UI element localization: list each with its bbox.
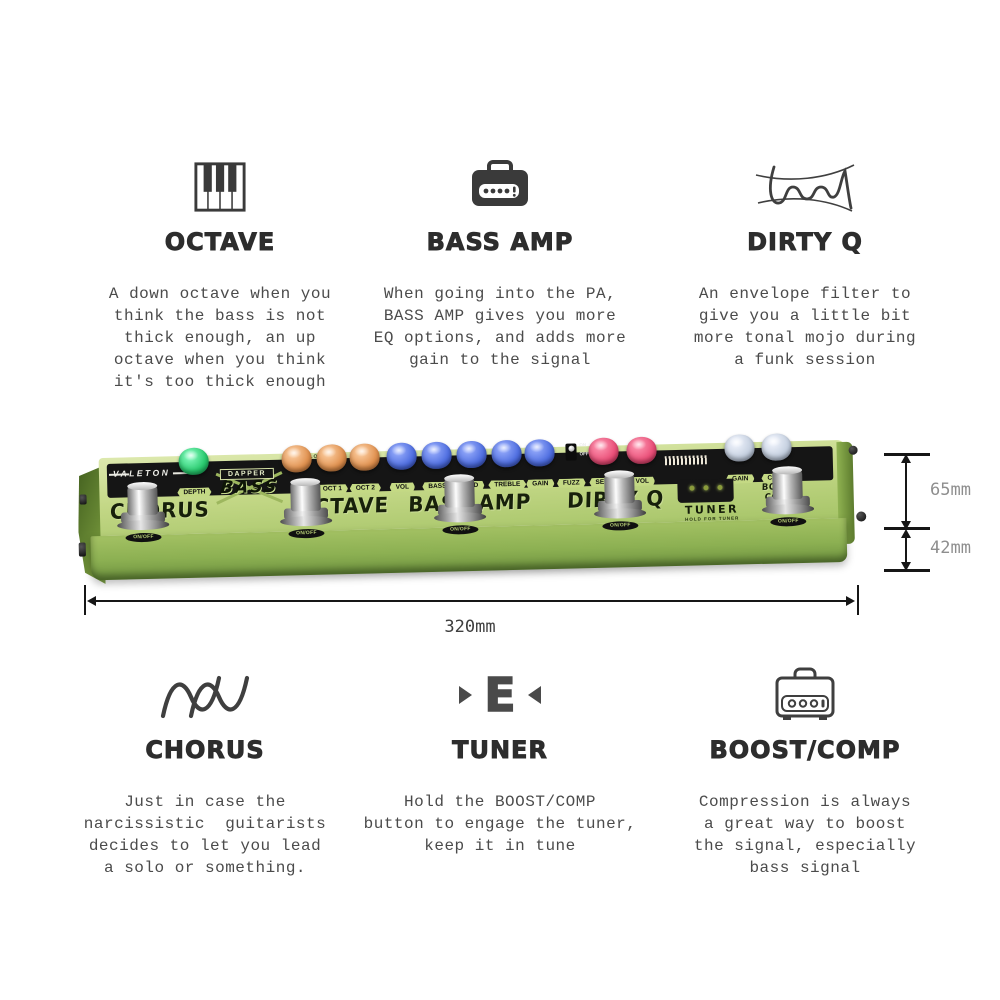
- oct2-knob: [349, 443, 380, 471]
- width-arrow-320: [87, 596, 855, 606]
- pedal-brand: VALETON: [112, 467, 171, 479]
- footswitch-label: ON/OFF: [770, 516, 807, 527]
- tuner-led: [703, 485, 709, 491]
- amp-head-icon: [768, 665, 842, 725]
- feature-title: CHORUS: [145, 736, 265, 765]
- tuner-note-icon: E: [459, 668, 541, 722]
- chorus-footswitch: ON/OFF: [116, 484, 170, 543]
- footswitch-cap: [772, 468, 803, 500]
- tuner-led-strip: [664, 455, 707, 466]
- mid-knob: [456, 440, 487, 469]
- treble-label: TREBLE: [488, 480, 526, 490]
- bass-amp-icon: [468, 159, 532, 215]
- feature-title: BOOST/COMP: [709, 736, 901, 765]
- gain-knob: [524, 438, 555, 467]
- dirty-q-footswitch: ON/OFF: [593, 473, 647, 531]
- height-arrow-42: [901, 529, 911, 571]
- bass-amp-footswitch: ON/OFF: [433, 476, 487, 535]
- footswitch-flange: [280, 515, 333, 527]
- tuner-panel-label: TUNER: [684, 502, 740, 517]
- feature-card-boost-comp: BOOST/COMP Compression is always a great…: [645, 664, 965, 879]
- feature-card-dirty-q: DIRTY Q An envelope filter to give you a…: [645, 156, 965, 371]
- output-jack: [856, 511, 867, 522]
- arrow-left-icon: [527, 686, 541, 704]
- tuner-display: [677, 478, 734, 503]
- octave-knob-1: [281, 444, 312, 473]
- footswitch-label: ON/OFF: [442, 524, 479, 535]
- fuzz-toggle-off-label: OFF: [579, 451, 589, 457]
- height-arrow-65: [901, 454, 911, 530]
- oct1-knob: [316, 444, 347, 472]
- feature-description: Just in case the narcissistic guitarists…: [83, 793, 327, 877]
- boost-comp-footswitch: ON/OFF: [761, 468, 815, 527]
- tuner-led: [689, 485, 695, 491]
- footswitch-cap: [444, 476, 475, 508]
- fuzz-toggle-on-label: ON: [579, 442, 587, 448]
- gain-label: GAIN: [526, 479, 554, 489]
- feature-description: An envelope filter to give you a little …: [693, 285, 917, 369]
- footswitch-label: ON/OFF: [125, 532, 162, 543]
- footswitch-flange: [761, 503, 815, 515]
- treble-knob: [491, 439, 522, 468]
- dimension-width-320: 320mm: [444, 617, 496, 637]
- oct2-label: OCT 2: [350, 483, 381, 493]
- depth-knob: [178, 447, 210, 476]
- feature-title: BASS AMP: [426, 228, 574, 257]
- feature-card-bass-amp: BASS AMP When going into the PA, BASS AM…: [340, 156, 660, 371]
- dimension-tick: [857, 585, 859, 615]
- footswitch-flange: [117, 519, 170, 531]
- footswitch-flange: [434, 511, 487, 523]
- piano-keys-icon: [193, 160, 247, 214]
- input-jack: [78, 542, 86, 557]
- dirty-q-vol-knob: [626, 436, 657, 465]
- feature-card-tuner: E TUNER Hold the BOOST/COMP button to en…: [340, 664, 660, 857]
- feature-card-chorus: CHORUS Just in case the narcissistic gui…: [45, 664, 365, 879]
- dimension-tick: [84, 585, 86, 615]
- feature-title: OCTAVE: [164, 228, 276, 257]
- vol-knob: [386, 442, 417, 471]
- feature-description: A down octave when you think the bass is…: [108, 285, 332, 391]
- dimension-height-65: 65mm: [930, 480, 971, 500]
- footswitch-flange: [593, 507, 647, 520]
- footswitch-cap: [604, 473, 635, 504]
- pedal-photo: VALETON FX LOOP DAPPER BASS ON OFF DEPTH…: [76, 431, 869, 592]
- feature-title: TUNER: [452, 736, 548, 765]
- arrow-right-icon: [459, 686, 473, 704]
- footswitch-label: ON/OFF: [288, 528, 325, 539]
- tuner-led: [717, 484, 723, 491]
- tuner-note-letter: E: [484, 668, 517, 722]
- input-jack: [79, 494, 87, 505]
- depth-label: DEPTH: [177, 487, 211, 497]
- envelope-filter-icon: [750, 158, 860, 216]
- output-jack: [848, 445, 858, 455]
- octave-footswitch: ON/OFF: [279, 480, 333, 539]
- bass-knob: [421, 441, 452, 470]
- footswitch-label: ON/OFF: [602, 520, 639, 531]
- comp-knob: [761, 433, 792, 461]
- footswitch-cap: [127, 484, 158, 516]
- boost-gain-knob: [724, 434, 755, 462]
- feature-card-octave: OCTAVE A down octave when you think the …: [60, 156, 380, 393]
- footswitch-cap: [290, 480, 321, 512]
- feature-title: DIRTY Q: [747, 228, 863, 257]
- sens-knob: [588, 437, 619, 466]
- fuzz-label: FUZZ: [557, 478, 586, 488]
- chorus-wave-icon: [157, 668, 253, 722]
- feature-description: Hold the BOOST/COMP button to engage the…: [363, 793, 637, 855]
- feature-description: Compression is always a great way to boo…: [693, 793, 917, 877]
- bass-logo: BASS: [219, 476, 280, 499]
- fuzz-toggle: [565, 443, 577, 461]
- vol-label: VOL: [390, 482, 416, 492]
- feature-description: When going into the PA, BASS AMP gives y…: [373, 285, 627, 369]
- dimension-height-42: 42mm: [930, 538, 971, 558]
